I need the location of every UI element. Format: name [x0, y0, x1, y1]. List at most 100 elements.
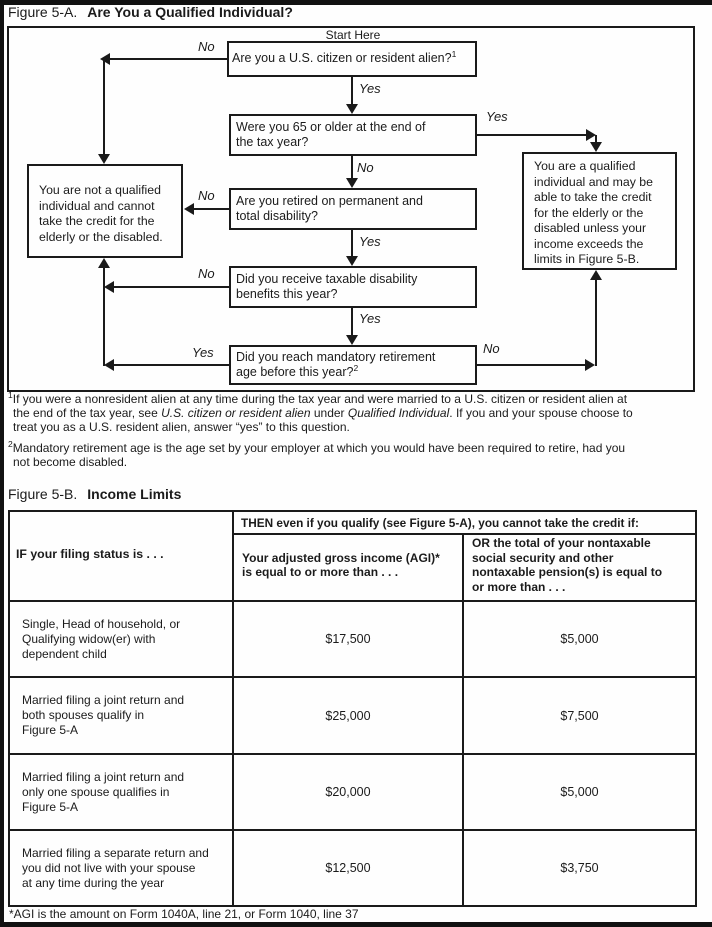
outcome-qualified-text: You are a qualified individual and may b…	[534, 159, 653, 266]
footnote-1-marker: 1	[8, 390, 13, 400]
start-here-label: Start Here	[325, 28, 381, 42]
decision-label-q5-no: No	[483, 341, 500, 356]
arrowhead-left-q5-yes	[104, 359, 114, 371]
question-box-mandatory-retirement: Did you reach mandatory retirement age b…	[229, 345, 477, 385]
question-box-retired-disability: Are you retired on permanent and total d…	[229, 188, 477, 230]
question-retired-disability-text: Are you retired on permanent and total d…	[236, 193, 423, 224]
arrowhead-down-q2	[346, 104, 358, 114]
arrowhead-left-q1-no	[100, 53, 110, 65]
agi-footnote: *AGI is the amount on Form 1040A, line 2…	[9, 907, 359, 921]
decision-label-q3-no: No	[198, 188, 215, 203]
footnote-1-line3: treat you as a U.S. resident alien, answ…	[13, 420, 350, 435]
connector-q1-q2	[351, 77, 353, 107]
pension-limit-cell: $5,000	[461, 600, 698, 678]
arrowhead-down-q4	[346, 256, 358, 266]
footnote-1-line1: If you were a nonresident alien at any t…	[12, 392, 628, 406]
income-limits-table: IF your filing status is . . . THEN even…	[8, 510, 698, 907]
decision-label-q4-yes: Yes	[359, 311, 381, 326]
table-row: Married filing a joint return and only o…	[8, 753, 698, 831]
arrowhead-down-qualified	[590, 142, 602, 152]
connector-q5-no	[477, 364, 587, 366]
table-row: Married filing a separate return and you…	[8, 829, 698, 907]
footnote-1-cross-ref-1: U.S. citizen or resident alien	[161, 406, 311, 421]
table-row: Single, Head of household, or Qualifying…	[8, 600, 698, 678]
agi-limit-cell: $25,000	[232, 676, 464, 755]
page-border-left	[0, 0, 4, 927]
figure-5b-label: Figure 5-B.	[8, 486, 78, 502]
connector-q3-q4	[351, 230, 353, 259]
arrowhead-down-not-qualified	[98, 154, 110, 164]
pension-limit-cell: $5,000	[461, 753, 698, 831]
question-box-age-65: Were you 65 or older at the end of the t…	[229, 114, 477, 156]
connector-q2-yes	[477, 134, 588, 136]
connector-q2-q3	[351, 156, 353, 181]
footnote-2-line1: Mandatory retirement age is the age set …	[12, 441, 626, 455]
footnote-1-line2-mid: under	[310, 406, 348, 421]
connector-q4-q5	[351, 308, 353, 338]
connector-left-rail-top	[103, 58, 105, 156]
pension-limit-cell: $7,500	[461, 676, 698, 755]
table-header-filing-status: IF your filing status is . . .	[8, 510, 234, 602]
connector-q1-no	[110, 58, 227, 60]
arrowhead-up-not-qualified	[98, 258, 110, 268]
arrowhead-down-q3	[346, 178, 358, 188]
question-citizen-text: Are you a U.S. citizen or resident alien…	[232, 51, 452, 66]
agi-limit-cell: $17,500	[232, 600, 464, 678]
outcome-box-not-qualified: You are not a qualified individual and c…	[27, 164, 183, 258]
decision-label-q2-yes: Yes	[486, 109, 508, 124]
decision-label-q1-no: No	[198, 39, 215, 54]
pension-limit-cell: $3,750	[461, 829, 698, 907]
filing-status-cell: Single, Head of household, or Qualifying…	[22, 616, 181, 661]
filing-status-cell: Married filing a joint return and only o…	[22, 769, 185, 814]
connector-q3-no	[186, 208, 229, 210]
figure-5a-title: Are You a Qualified Individual?	[87, 4, 293, 20]
filing-status-cell: Married filing a separate return and you…	[22, 845, 209, 890]
agi-limit-cell: $20,000	[232, 753, 464, 831]
table-header-nontaxable-pension: OR the total of your nontaxable social s…	[472, 536, 663, 594]
footnote-1-cross-ref-2: Qualified Individual	[347, 406, 450, 421]
question-box-citizen: Are you a U.S. citizen or resident alien…	[227, 41, 477, 77]
outcome-not-qualified-text: You are not a qualified individual and c…	[39, 183, 163, 244]
question-mandatory-retirement-text: Did you reach mandatory retirement age b…	[236, 349, 436, 380]
figure-5b-heading: Figure 5-B. Income Limits	[8, 486, 181, 502]
footnote-2-marker: 2	[8, 439, 13, 449]
decision-label-q2-no: No	[357, 160, 374, 175]
table-header-then: THEN even if you qualify (see Figure 5-A…	[231, 510, 698, 535]
connector-left-rail-bottom	[103, 268, 105, 366]
outcome-box-qualified: You are a qualified individual and may b…	[522, 152, 677, 270]
decision-label-q4-no: No	[198, 266, 215, 281]
connector-q4-no	[106, 286, 229, 288]
question-box-taxable-disability: Did you receive taxable disability benef…	[229, 266, 477, 308]
page-border-top	[0, 0, 712, 5]
footnote-1-line2-pre: the end of the tax year, see	[13, 406, 162, 421]
footnote-1-line2: the end of the tax year, see U.S. citize…	[13, 406, 708, 420]
figure-5a-heading: Figure 5-A. Are You a Qualified Individua…	[8, 4, 293, 20]
figure-5b-title: Income Limits	[87, 486, 182, 502]
connector-right-rail	[595, 280, 597, 366]
footnote-ref-1: 1	[451, 49, 457, 60]
question-taxable-disability-text: Did you receive taxable disability benef…	[236, 271, 418, 302]
decision-label-q5-yes: Yes	[192, 345, 214, 360]
footnote-1-line2-post: . If you and your spouse choose to	[449, 406, 633, 421]
footnote-1: 1If you were a nonresident alien at any …	[8, 390, 708, 435]
figure-5a-label: Figure 5-A.	[8, 4, 78, 20]
question-age-65-text: Were you 65 or older at the end of the t…	[236, 119, 426, 150]
arrowhead-left-q3-no	[184, 203, 194, 215]
arrowhead-left-q4-no	[104, 281, 114, 293]
arrowhead-right-q2-yes	[586, 129, 596, 141]
filing-status-cell: Married filing a joint return and both s…	[22, 693, 185, 737]
footnote-2-line2: not become disabled.	[13, 455, 128, 470]
table-header-agi: Your adjusted gross income (AGI)* is equ…	[242, 550, 440, 580]
flowchart-frame	[7, 26, 695, 392]
decision-label-q1-yes: Yes	[359, 81, 381, 96]
footnote-ref-2: 2	[353, 362, 359, 373]
arrowhead-up-qualified	[590, 270, 602, 280]
page-border-bottom	[0, 922, 712, 927]
table-row: Married filing a joint return and both s…	[8, 676, 698, 755]
decision-label-q3-yes: Yes	[359, 234, 381, 249]
arrowhead-right-q5-no	[585, 359, 595, 371]
agi-limit-cell: $12,500	[232, 829, 464, 907]
footnote-2: 2Mandatory retirement age is the age set…	[8, 439, 708, 470]
connector-q5-yes	[106, 364, 229, 366]
